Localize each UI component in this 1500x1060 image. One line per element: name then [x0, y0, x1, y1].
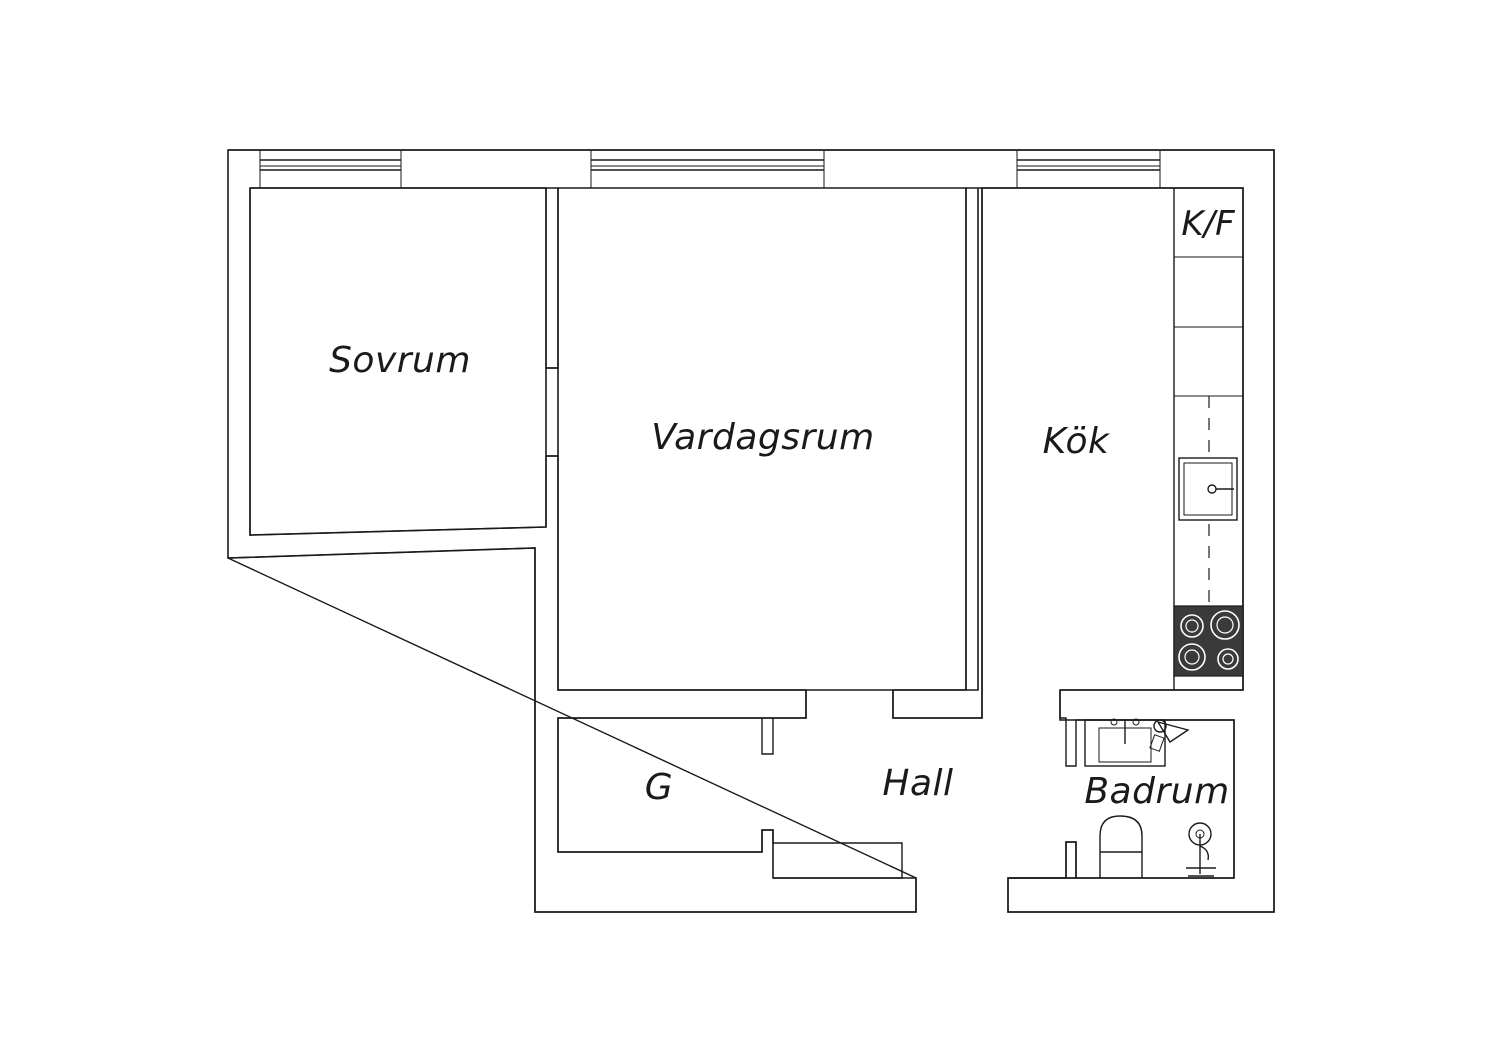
room-label-kitchen: Kök [1043, 421, 1111, 462]
window-kitchen [1016, 149, 1161, 189]
bedroom-walls [249, 187, 903, 879]
window-icon [590, 149, 825, 189]
kitchen-sink-icon [1178, 457, 1238, 521]
window-icon [1016, 149, 1161, 189]
room-label-hall: Hall [882, 763, 953, 804]
window-bedroom [259, 149, 402, 189]
room-label-bedroom: Sovrum [329, 340, 471, 381]
room-label-fridge-freezer: K/F [1181, 204, 1235, 244]
window-living-room [590, 149, 825, 189]
washbasin-icon [1084, 718, 1166, 767]
room-label-closet: G [645, 767, 673, 808]
room-label-bathroom: Badrum [1084, 771, 1229, 812]
stove-icon [1173, 605, 1244, 677]
washbasin-icon [1186, 822, 1216, 877]
shower-icon [1149, 719, 1190, 752]
closet-door-jamb [761, 718, 774, 755]
room-label-living-room: Vardagsrum [651, 417, 874, 458]
toilet-icon [1099, 815, 1143, 878]
window-icon [259, 149, 402, 189]
bathroom-walls [1008, 689, 1235, 879]
kitchen-counter [1174, 256, 1243, 604]
